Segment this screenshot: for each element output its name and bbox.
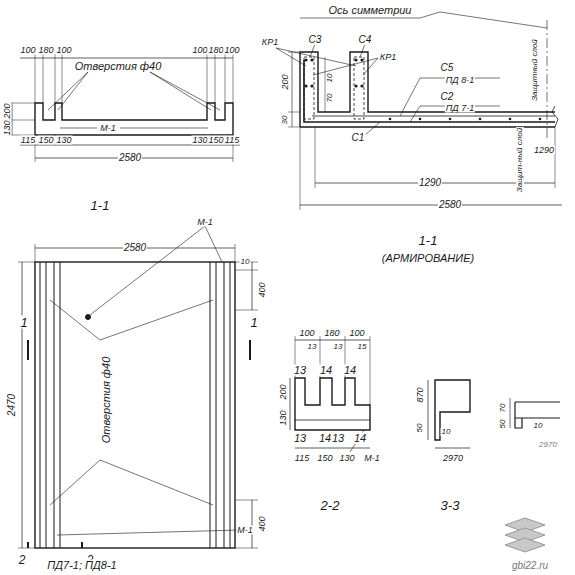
dimension-label: 10	[441, 428, 452, 436]
dimension-label: 13	[307, 343, 318, 351]
dimension-label: 200	[281, 73, 290, 90]
dimension-label: Ось симметрии	[328, 5, 413, 16]
dimension-label: 2580	[118, 153, 142, 163]
dimension-label: С4	[358, 35, 373, 45]
dimension-label: 15	[357, 343, 368, 351]
dimension-label: 130	[3, 119, 12, 136]
dimension-label: 115	[224, 136, 240, 145]
dimension-label: М-1	[236, 526, 254, 535]
dimension-label: 150	[207, 136, 224, 145]
dimension-label: 13	[293, 365, 307, 376]
dimension-label: 10	[533, 422, 544, 430]
dimension-label: 1-1	[90, 199, 111, 212]
dimension-label: 100	[191, 46, 208, 55]
dimension-label: 1	[249, 316, 258, 329]
dimension-label: 14	[353, 433, 367, 444]
section-3-3	[428, 380, 470, 448]
dimension-label: С1	[351, 133, 366, 143]
dimension-label: 13	[293, 433, 307, 444]
dimension-label: 3-3	[440, 499, 461, 512]
dimension-label: ПД 8-1	[445, 76, 475, 85]
dimension-label: 30	[281, 115, 289, 126]
dimension-label: М-1	[363, 454, 381, 463]
section-1-1	[10, 54, 240, 162]
dimension-label: 200	[279, 383, 288, 400]
dimension-label: 14	[343, 365, 357, 376]
dimension-label: 130	[55, 136, 72, 145]
dimension-label: С2	[440, 92, 455, 102]
dimension-label: 870	[416, 386, 425, 403]
dimension-label: 400	[258, 281, 267, 298]
dimension-label: 130	[338, 454, 355, 463]
dimension-label: 100	[348, 329, 365, 338]
dimension-label: 10	[240, 258, 251, 266]
dimension-label: Отверстия ф40	[101, 356, 112, 445]
dimension-label: 14	[319, 365, 333, 376]
dimension-label: 200	[3, 102, 12, 119]
dimension-label: 100	[223, 46, 240, 55]
dimension-label: 130	[279, 409, 288, 426]
dimension-label: 50	[499, 419, 507, 430]
dimension-label: 100	[55, 46, 72, 55]
dimension-label: gbi22.ru	[511, 561, 549, 571]
dimension-label: 115	[294, 454, 310, 463]
dimension-label: 2970	[538, 441, 558, 449]
dimension-label: ПД7-1; ПД8-1	[46, 560, 117, 571]
dimension-label: 180	[37, 46, 54, 55]
dimension-label: 1	[19, 316, 28, 329]
dimension-label: 180	[323, 329, 340, 338]
dimension-label: 70	[499, 403, 507, 414]
dimension-label: КР1	[261, 38, 279, 47]
dimension-label: 130	[191, 136, 208, 145]
dimension-label: Отверстия ф40	[74, 61, 163, 72]
dimension-label: Защит-ный слой	[516, 127, 524, 193]
dimension-label: 2470	[7, 393, 17, 417]
dimension-label: 150	[37, 136, 54, 145]
dimension-label: 70	[326, 93, 334, 104]
dimension-label: 400	[258, 515, 267, 532]
dimension-label: 2-2	[320, 499, 341, 512]
dimension-label: (АРМИРОВАНИЕ)	[381, 253, 475, 264]
dimension-label: 2	[18, 554, 27, 566]
dimension-label: 2970	[442, 454, 464, 463]
section-2-2	[290, 336, 370, 452]
dimension-label: 13	[333, 343, 344, 351]
dimension-label: М-1	[196, 218, 214, 227]
dimension-label: 1-1	[418, 234, 439, 247]
dimension-label: КР1	[379, 53, 397, 62]
dimension-label: 50	[416, 423, 424, 434]
dimension-label: 100	[298, 329, 315, 338]
dimension-label: 150	[316, 454, 333, 463]
dimension-label: С3	[308, 35, 323, 45]
dimension-label: 2580	[123, 243, 147, 253]
dimension-label: 2580	[438, 200, 462, 210]
dimension-label: Защитный слой	[531, 38, 539, 102]
dimension-label: 180	[207, 46, 224, 55]
dimension-label: 10	[326, 73, 334, 84]
dimension-label: 13	[331, 433, 345, 444]
dimension-label: 1290	[418, 178, 442, 188]
dimension-label: 1290	[533, 146, 555, 155]
dimension-label: С5	[440, 63, 455, 73]
watermark-logo	[505, 518, 545, 552]
section-1-1-reinforcement	[276, 12, 562, 210]
plan-view	[18, 226, 258, 548]
dimension-label: 115	[20, 136, 36, 145]
dimension-label: 100	[19, 46, 36, 55]
dimension-label: ПД 7-1	[445, 104, 475, 113]
dimension-label: М-1	[99, 124, 117, 133]
